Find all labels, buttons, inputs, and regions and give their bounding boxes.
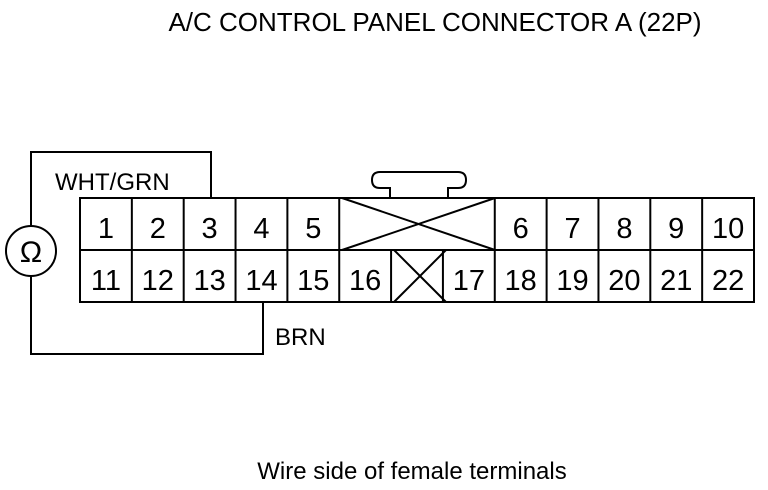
terminal-17: 17 <box>453 265 485 297</box>
terminal-8: 8 <box>616 213 632 245</box>
terminal-5: 5 <box>305 213 321 245</box>
wire-label-top: WHT/GRN <box>55 169 170 196</box>
terminal-16: 16 <box>349 265 381 297</box>
terminal-11: 11 <box>91 265 121 297</box>
terminal-7: 7 <box>564 213 580 245</box>
diagram-title: A/C CONTROL PANEL CONNECTOR A (22P) <box>168 7 701 37</box>
terminal-3: 3 <box>202 213 218 245</box>
wire-label-bottom: BRN <box>275 324 326 351</box>
terminal-18: 18 <box>505 265 537 297</box>
terminal-2: 2 <box>150 213 166 245</box>
terminal-12: 12 <box>142 265 174 297</box>
terminal-15: 15 <box>297 265 329 297</box>
terminal-4: 4 <box>253 213 269 245</box>
ohmmeter-circle <box>5 225 57 277</box>
diagram-caption: Wire side of female terminals <box>257 458 566 485</box>
terminal-10: 10 <box>712 213 744 245</box>
terminal-20: 20 <box>608 265 640 297</box>
terminal-13: 13 <box>193 265 225 297</box>
connector-latch <box>370 171 468 198</box>
terminal-14: 14 <box>245 265 277 297</box>
terminal-6: 6 <box>513 213 529 245</box>
terminal-19: 19 <box>556 265 588 297</box>
terminal-1: 1 <box>98 213 114 245</box>
blank-cavity-bottom-cross-b <box>393 249 447 303</box>
blank-cavity-top-cross-b <box>341 197 496 251</box>
ohm-symbol-icon: Ω <box>20 236 42 269</box>
terminal-22: 22 <box>712 265 744 297</box>
terminal-21: 21 <box>660 265 692 297</box>
wire-bottom-path <box>30 276 264 355</box>
terminal-9: 9 <box>668 213 684 245</box>
ohmmeter-wiring: Ω <box>5 151 264 355</box>
wire-top-path <box>30 151 212 226</box>
